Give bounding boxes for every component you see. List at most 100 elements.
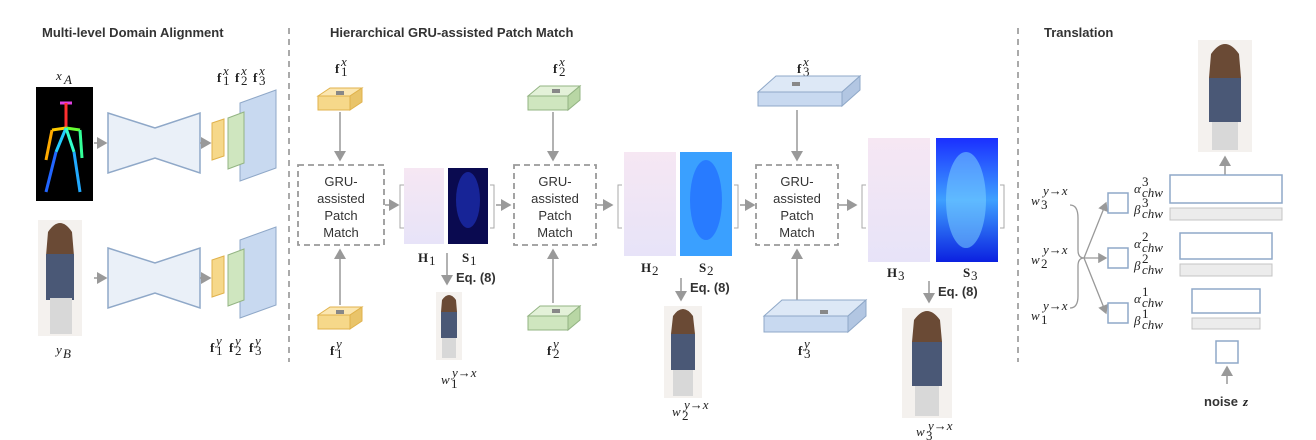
H1-map: [404, 168, 444, 244]
gru-box-2: [513, 164, 597, 246]
w1-image: [436, 292, 462, 360]
svg-text:assisted: assisted: [317, 191, 365, 206]
H2-map: [624, 152, 676, 256]
svg-text:3: 3: [804, 346, 811, 361]
trans-w2-label: w 2 y→x: [1031, 242, 1068, 271]
svg-text:2: 2: [235, 343, 242, 358]
svg-text:x: x: [558, 54, 565, 69]
svg-text:GRU-: GRU-: [324, 174, 357, 189]
svg-text:1: 1: [1142, 284, 1149, 299]
stage2-fy-block: [526, 304, 582, 332]
svg-text:3: 3: [1142, 174, 1149, 189]
svg-text:3: 3: [255, 343, 262, 358]
S1-label: S 1: [462, 250, 477, 268]
svg-text:w: w: [1031, 193, 1040, 208]
svg-text:y: y: [214, 333, 222, 348]
section-title-translation: Translation: [1044, 25, 1113, 40]
svg-text:chw: chw: [1142, 206, 1163, 221]
svg-text:assisted: assisted: [531, 191, 579, 206]
stage1-fx-block: [316, 87, 364, 111]
H3-label: H 3: [887, 265, 905, 283]
S3-map-blob: [946, 152, 986, 248]
svg-text:x: x: [258, 63, 265, 78]
S3-label: S 3: [963, 265, 978, 283]
w2-label: w 2 y→x: [672, 397, 709, 423]
svg-text:f: f: [229, 340, 234, 355]
gru-box-2-text: GRU- assisted Patch Match: [531, 174, 579, 240]
person-image: [38, 220, 82, 336]
svg-text:1: 1: [429, 253, 436, 268]
generator-layer-2: [1179, 232, 1273, 260]
svg-text:Patch: Patch: [538, 208, 571, 223]
alpha-beta-2: α chw 2 β chw 2: [1133, 229, 1163, 277]
w3-label: w 3 y→x: [916, 418, 953, 440]
svg-text:3: 3: [803, 64, 810, 79]
stage3-fy-label: f 3 y: [798, 336, 811, 361]
stage2-fy-label: f 2 y: [547, 336, 560, 361]
svg-text:3: 3: [898, 268, 905, 283]
map-box-1: [1107, 302, 1129, 324]
svg-text:A: A: [63, 72, 72, 87]
svg-text:w: w: [1031, 308, 1040, 323]
svg-text:S: S: [462, 250, 469, 265]
bracket-3-right: [1000, 184, 1005, 229]
bracket-2-right: [734, 184, 739, 229]
svg-text:y: y: [551, 336, 559, 351]
svg-text:α: α: [1134, 291, 1142, 306]
pose-encoder-shape: [107, 111, 201, 175]
brace-to-box3-arrow: [1083, 201, 1108, 259]
svg-text:B: B: [63, 346, 71, 361]
stage1-eq-label: Eq. (8): [456, 270, 496, 285]
svg-text:α: α: [1134, 236, 1142, 251]
stage1-fy-block: [316, 306, 364, 330]
svg-text:2: 2: [1142, 229, 1149, 244]
trans-w3-label: w 3 y→x: [1031, 183, 1068, 212]
person-encoder-shape: [107, 246, 201, 310]
S1-map-blob: [456, 172, 480, 228]
svg-text:x: x: [222, 63, 229, 78]
S2-label: S 2: [699, 260, 714, 278]
pose-input-label: x A: [55, 68, 72, 87]
svg-text:3: 3: [1142, 195, 1149, 210]
feature-stack-y: [211, 226, 277, 319]
svg-text:H: H: [418, 250, 428, 265]
norm-layer-2: [1179, 263, 1273, 277]
stage2-eq-label: Eq. (8): [690, 280, 730, 295]
svg-text:f: f: [797, 61, 802, 76]
svg-text:y→x: y→x: [450, 365, 477, 380]
svg-text:GRU-: GRU-: [538, 174, 571, 189]
svg-text:1: 1: [336, 346, 343, 361]
svg-text:1: 1: [223, 73, 230, 88]
svg-text:chw: chw: [1142, 295, 1163, 310]
stage2-fx-label: f 2 x: [553, 54, 566, 79]
pose-image: [36, 87, 93, 201]
svg-text:3: 3: [926, 428, 933, 440]
svg-text:chw: chw: [1142, 317, 1163, 332]
svg-text:f: f: [249, 340, 254, 355]
svg-text:β: β: [1133, 313, 1141, 328]
bracket-1-right: [490, 184, 495, 229]
gru-box-3-text: GRU- assisted Patch Match: [773, 174, 821, 240]
norm-layer-3: [1169, 207, 1283, 221]
svg-text:z: z: [1242, 394, 1249, 409]
svg-text:2: 2: [553, 346, 560, 361]
svg-text:y: y: [334, 336, 342, 351]
svg-text:f: f: [330, 343, 335, 358]
svg-text:Patch: Patch: [324, 208, 357, 223]
fy-labels: f 1 y f 2 y f 3 y: [210, 333, 262, 358]
norm-layer-1: [1191, 317, 1261, 330]
svg-text:2: 2: [707, 263, 714, 278]
svg-text:x: x: [55, 68, 62, 83]
svg-text:H: H: [641, 260, 651, 275]
stage3-fx-block: [756, 74, 862, 108]
stage3-fy-block: [762, 298, 868, 334]
svg-text:1: 1: [1142, 306, 1149, 321]
stage1-fx-label: f 1 x: [335, 54, 348, 79]
svg-text:2: 2: [652, 263, 659, 278]
svg-text:f: f: [553, 61, 558, 76]
w2-image: [664, 306, 702, 398]
svg-text:H: H: [887, 265, 897, 280]
svg-text:chw: chw: [1142, 240, 1163, 255]
svg-text:y→x: y→x: [1041, 183, 1068, 198]
svg-text:f: f: [235, 70, 240, 85]
